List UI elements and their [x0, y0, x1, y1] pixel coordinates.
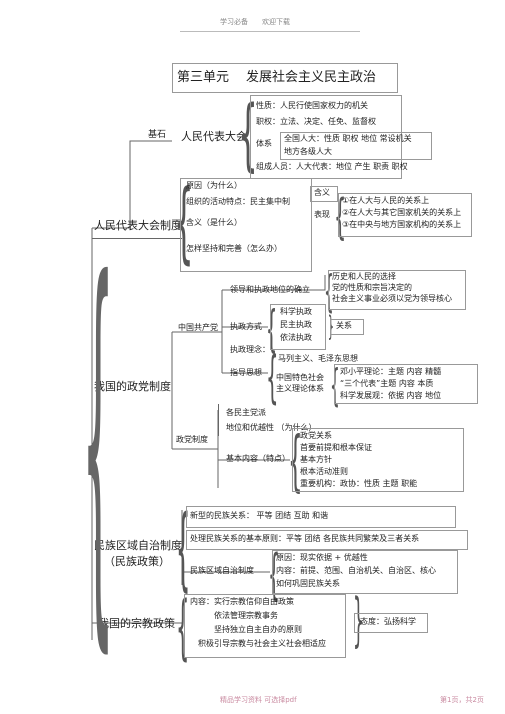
ruling-reasons-box [328, 270, 466, 310]
npc-principle-box [180, 178, 312, 272]
autonomy-item-1: 原因：现实依据 + 优越性 [276, 553, 368, 562]
content-box [292, 428, 464, 492]
cpc-label: 中国共产党 [178, 323, 218, 332]
ruling-mode-1: 科学执政 [280, 307, 312, 316]
ruling-status: 领导和执政地位的确立 [230, 285, 310, 294]
npc-principle: 组织的活动特点：民主集中制 [186, 197, 290, 206]
header-right: 欢迎下载 [262, 18, 290, 26]
npc-manifest-item-1: ①在人大与人民的关系上 [342, 196, 430, 205]
content-label: 基本内容（特点） [226, 454, 290, 463]
religion-box [184, 594, 346, 658]
new-relations: 新型的民族关系： 平等 团结 互助 和谐 [190, 511, 329, 520]
npc-definition: 含义（是什么） [186, 218, 242, 227]
guiding-system-line1: 中国特色社会 [276, 373, 324, 382]
guiding-marx: 马列主义、毛泽东思想 [278, 354, 358, 363]
principles: 处理民族关系的基本原则：平等 团结 各民族共同繁荣及三者关系 [190, 534, 420, 543]
npc-adherence: 怎样坚持和完善（怎么办） [186, 244, 282, 253]
unit-title: 发展社会主义民主政治 [246, 70, 377, 85]
npc-manifest-box [338, 193, 472, 237]
democratic-parties: 各民主党派 [226, 408, 266, 417]
ethnic-policy-line2: （民族政策） [104, 555, 170, 568]
header-left: 学习必备 [220, 18, 248, 26]
religion-brace-icon: { [176, 586, 190, 668]
religion-item-1: 内容：实行宗教信仰自由政策 [190, 597, 294, 606]
religion-item-4: 积极引导宗教与社会主义社会相适应 [198, 639, 326, 648]
ruling-reason-1: 历史和人民的选择 [332, 272, 396, 281]
npc-system-underline [92, 214, 182, 239]
npc-manifest-brace-icon: { [334, 189, 347, 245]
ruling-status-line [222, 275, 326, 291]
content-item-2: 首要前提和根本保证 [300, 443, 372, 452]
npc-principle-brace-icon: { [174, 170, 194, 273]
content-item-3: 基本方针 [300, 455, 332, 464]
theory-row-3: 科学发展观：依据 内容 地位 [340, 391, 442, 400]
party-system-label: 我国的政党制度 [94, 380, 171, 393]
autonomy-brace-icon: { [268, 543, 281, 606]
footer-left: 精品学习资料 可选择pdf [220, 696, 297, 704]
root-brace-icon: { [82, 197, 115, 686]
unit-title-box [172, 63, 398, 93]
guiding-label: 指导思想 [230, 368, 262, 377]
npc-reason: 原因（为什么） [186, 181, 242, 190]
principles-box [186, 530, 468, 550]
relation-box [330, 319, 364, 335]
theory-row-2: “三个代表”主题 内容 本质 [340, 379, 434, 388]
unit-label: 第三单元 [177, 70, 230, 85]
npc-detail-box [250, 95, 402, 179]
npc-composition: 组成人员：人大代表：地位 产生 职责 职权 [256, 162, 408, 171]
new-relations-box [186, 506, 456, 528]
autonomy-item-3: 如何巩固民族关系 [276, 579, 340, 588]
npc-system-sub-label: 体系 [256, 139, 272, 148]
religion-item-2: 依法管理宗教事务 [214, 611, 278, 620]
npc-brace-icon: { [238, 90, 258, 180]
ruling-mode-2: 民主执政 [280, 320, 312, 329]
guiding-system-line2: 主义理论体系 [276, 384, 324, 393]
ruling-mode-3: 依法执政 [280, 333, 312, 342]
npc-meaning: 含义 [314, 188, 330, 197]
npc-system-box [280, 132, 432, 160]
npc-nature: 性质：人民行使国家权力的机关 [256, 101, 368, 110]
theory-row-1: 邓小平理论：主题 内容 精髓 [340, 367, 442, 376]
header-divider [180, 31, 360, 32]
ruling-concept: 执政理念： [230, 345, 270, 354]
guiding-brace-icon: { [266, 345, 279, 410]
attitude: 态度：弘扬科学 [360, 617, 416, 626]
ethnic-policy-line1: 民族区域自治制度 [94, 539, 182, 552]
ruling-reason-3: 社会主义事业必须以党为领导核心 [332, 294, 452, 303]
npc-foundation-label: 基石 [148, 130, 167, 140]
theory-box [334, 364, 478, 404]
npc-meaning-box [310, 186, 338, 202]
religion-policy-label: 我国的宗教政策 [98, 617, 175, 630]
content-item-4: 根本活动准则 [300, 467, 348, 476]
content-item-1: 政党关系 [300, 431, 332, 440]
attitude-box [354, 613, 428, 633]
content-item-5: 重要机构：政协：性质 主题 职能 [300, 479, 418, 488]
status-role: 地位和优越性 （为什么） [226, 423, 317, 432]
npc-system-line2: 地方各级人大 [284, 147, 332, 156]
npc-manifest-item-3: ③在中央与地方国家机构的关系上 [342, 220, 462, 229]
autonomy-label: 民族区域自治制度 [190, 566, 254, 575]
content-brace-icon: { [288, 422, 303, 499]
party-system-spine-box [218, 404, 319, 436]
footer-right: 第1页，共2页 [440, 696, 484, 704]
party-system-sub-label: 政党制度 [176, 435, 208, 444]
autonomy-item-2: 内容：前提、范围、自治机关、自治区、核心 [276, 566, 436, 575]
ruling-reason-2: 党的性质和宗旨决定的 [332, 283, 412, 292]
religion-item-3: 坚持独立自主自办的原则 [214, 625, 302, 634]
npc-manifest-item-2: ②在人大与其它国家机关的关系上 [342, 208, 462, 217]
npc-system-label: 人民代表大会制度 [94, 219, 182, 232]
ruling-mode-label: 执政方式 [230, 322, 262, 331]
ruling-modes-box [270, 304, 326, 350]
npc-manifest: 表现 [314, 210, 330, 219]
npc-powers: 职权：立法、决定、任免、监督权 [256, 117, 376, 126]
npc-system-line1: 全国人大：性质 职权 地位 常设机关 [284, 134, 412, 143]
autonomy-box [272, 550, 458, 594]
relation-label: 关系 [336, 321, 352, 330]
npc-label: 人民代表大会 [181, 130, 247, 143]
ruling-modes-brace-icon: { [266, 300, 278, 358]
